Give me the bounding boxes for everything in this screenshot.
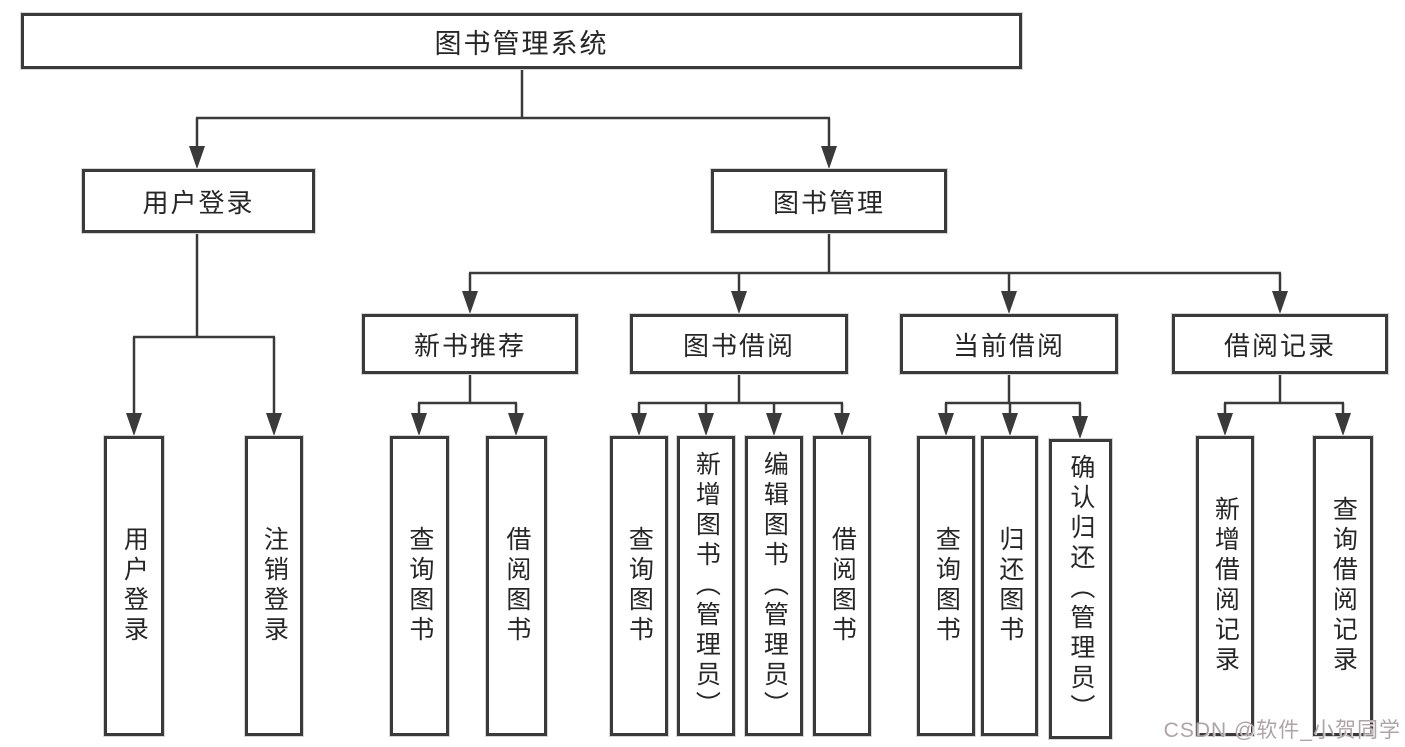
node-leaf-query-books-borrowing: 查询图书: [610, 436, 668, 736]
node-leaf-query-books-current: 查询图书: [917, 436, 975, 736]
arrowheads: [126, 146, 1351, 439]
node-leaf-add-borrow-record: 新增借阅记录: [1196, 436, 1254, 736]
node-user-login-branch: 用户登录: [82, 169, 315, 233]
node-book-management-branch: 图书管理: [711, 169, 947, 233]
edge-user-login-split: [132, 232, 276, 417]
node-new-book-recommendation: 新书推荐: [362, 314, 578, 374]
node-leaf-borrow-books-recommend: 借阅图书: [486, 436, 547, 736]
node-borrowing-records: 借阅记录: [1172, 314, 1388, 374]
node-leaf-confirm-return-admin: 确认归还（管理员）: [1049, 439, 1112, 739]
node-library-management-system: 图书管理系统: [21, 13, 1022, 69]
node-leaf-add-books-admin: 新增图书（管理员）: [677, 436, 735, 736]
node-leaf-borrow-books: 借阅图书: [813, 436, 871, 736]
edge-book-borrow-split: [637, 373, 844, 417]
node-book-borrowing: 图书借阅: [630, 314, 848, 374]
node-leaf-query-books-recommend: 查询图书: [390, 436, 449, 736]
edge-borrow-record-split: [1223, 373, 1345, 417]
node-current-borrowing: 当前借阅: [900, 314, 1118, 374]
node-leaf-user-login: 用户登录: [104, 436, 164, 736]
node-leaf-logout: 注销登录: [245, 436, 303, 736]
edge-book-mgmt-split: [468, 232, 1282, 295]
edge-root-to-level2: [195, 68, 831, 150]
edge-lines: [132, 68, 1345, 420]
node-leaf-query-borrow-record: 查询借阅记录: [1313, 436, 1373, 736]
edge-new-book-split: [417, 373, 518, 417]
csdn-watermark: CSDN @软件_小贺同学: [1163, 719, 1401, 742]
node-leaf-return-books: 归还图书: [981, 436, 1038, 736]
node-leaf-edit-books-admin: 编辑图书（管理员）: [745, 436, 803, 736]
edge-current-borrow-split: [944, 373, 1082, 420]
